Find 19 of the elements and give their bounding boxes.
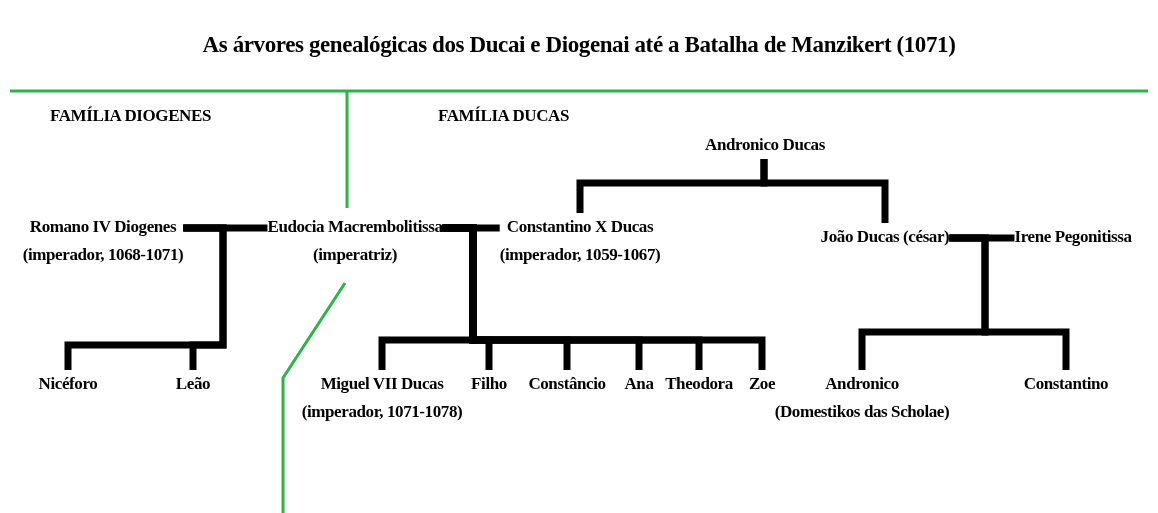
person-name: Romano IV Diogenes (imperador, 1068-1071) [22, 213, 184, 269]
person-name: Andronico (Domestikos das Scholae) [774, 370, 950, 426]
person-name: Eudocia Macrembolitissa (imperatriz) [267, 213, 443, 269]
diagram-title: As árvores genealógicas dos Ducai e Diogenai até a Batalha de Manzikert (1071) [201, 32, 957, 58]
person-name: João Ducas (césar) [820, 223, 950, 251]
person-name: Leão [175, 370, 211, 398]
person-name: Zoe [748, 370, 776, 398]
person-name: Miguel VII Ducas (imperador, 1071-1078) [301, 370, 463, 426]
person-name: Nicéforo [38, 370, 98, 398]
person-name: Irene Pegonitissa [1014, 223, 1132, 251]
person-name: Theodora [665, 370, 733, 398]
person-name: Constantino X Ducas (imperador, 1059-1067) [499, 213, 661, 269]
family-heading: FAMÍLIA DIOGENES [50, 106, 211, 126]
family-heading: FAMÍLIA DUCAS [438, 106, 569, 126]
person-name: Andronico Ducas [705, 131, 825, 159]
person-name: Ana [624, 370, 654, 398]
person-name: Filho [471, 370, 507, 398]
person-name: Constâncio [528, 370, 606, 398]
person-name: Constantino [1023, 370, 1109, 398]
